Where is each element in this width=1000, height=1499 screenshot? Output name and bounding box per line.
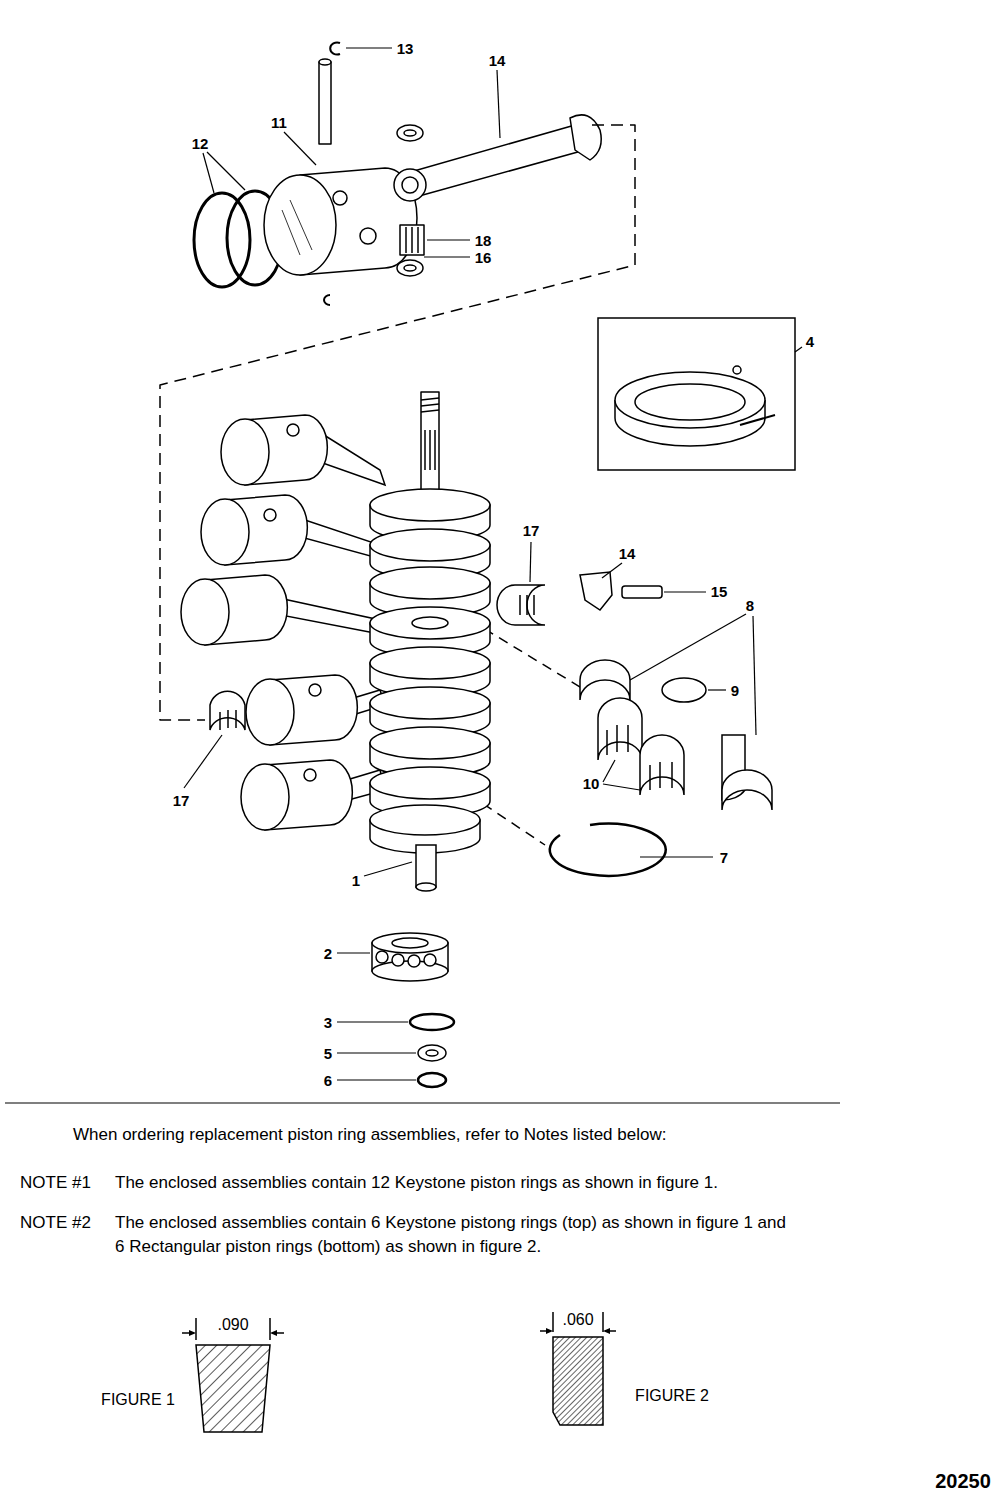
callout-number: 2: [324, 945, 332, 962]
callout-number: 9: [731, 682, 739, 699]
callout-number: 3: [324, 1014, 332, 1031]
figure-label: FIGURE 1: [101, 1391, 175, 1409]
callout-number: 11: [271, 114, 287, 131]
drawing-number: 20250: [935, 1470, 991, 1493]
callout-number: 15: [711, 583, 728, 600]
dimension: .060: [562, 1311, 593, 1329]
note-label: NOTE #1: [20, 1173, 91, 1193]
callout-number: 6: [324, 1072, 332, 1089]
note-text: The enclosed assemblies contain 6 Keysto…: [115, 1211, 795, 1259]
callout-number: 14: [489, 52, 506, 69]
note-text: When ordering replacement piston ring as…: [73, 1125, 666, 1145]
note-label: NOTE #2: [20, 1213, 91, 1233]
callout-number: 1: [352, 872, 360, 889]
callout-number: 18: [475, 232, 492, 249]
callout-number: 10: [583, 775, 600, 792]
callout-number: 8: [746, 597, 754, 614]
dimension: .090: [217, 1316, 248, 1334]
callout-number: 14: [619, 545, 636, 562]
note-text: The enclosed assemblies contain 12 Keyst…: [115, 1173, 718, 1193]
callout-number: 17: [523, 522, 540, 539]
callout-number: 7: [720, 849, 728, 866]
callout-number: 13: [397, 40, 414, 57]
callout-number: 17: [173, 792, 190, 809]
callout-number: 4: [806, 333, 814, 350]
callout-number: 16: [475, 249, 492, 266]
figure-label: FIGURE 2: [635, 1387, 709, 1405]
callout-number: 12: [192, 135, 209, 152]
callout-number: 5: [324, 1045, 332, 1062]
